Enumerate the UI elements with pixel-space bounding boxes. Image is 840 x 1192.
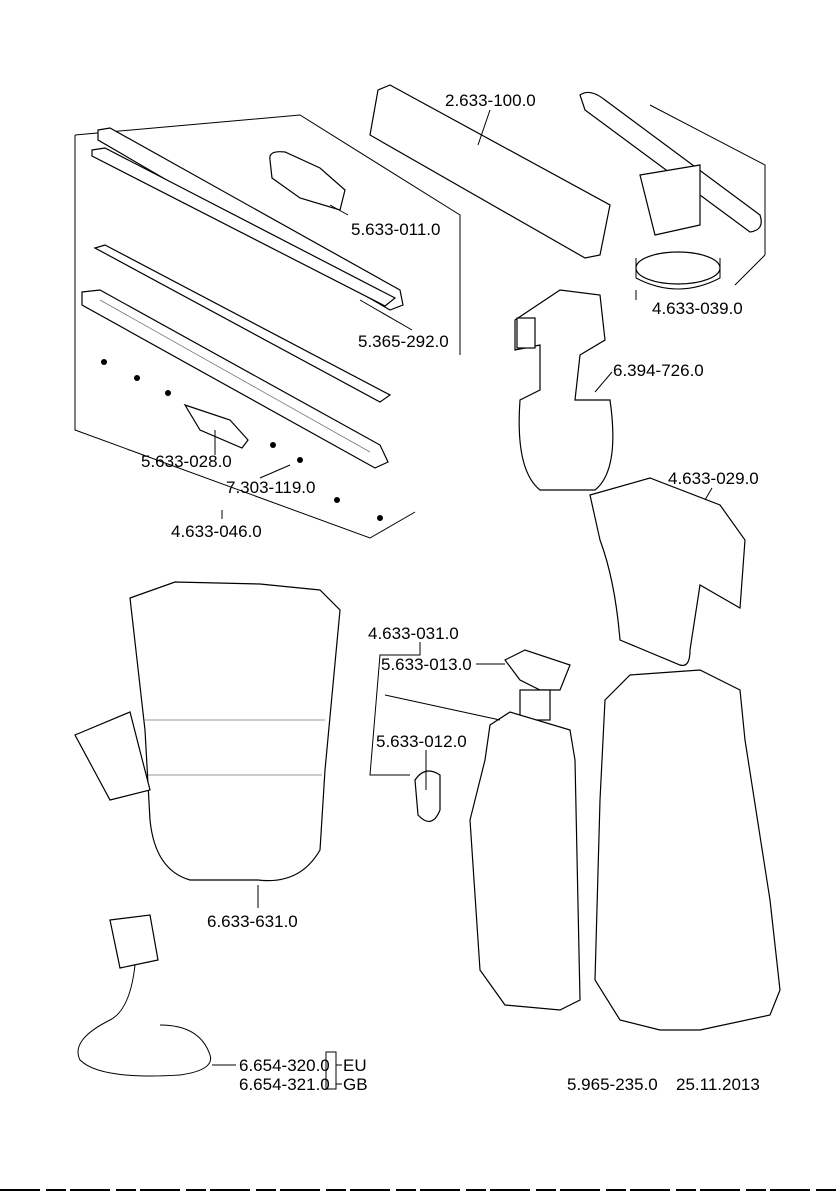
- label-5-633-028-0: 5.633-028.0: [141, 452, 232, 471]
- label-5-633-011-0: 5.633-011.0: [351, 220, 440, 239]
- label-eu: EU: [343, 1056, 367, 1075]
- label-2-633-100-0: 2.633-100.0: [445, 91, 536, 110]
- label-6-654-320-0: 6.654-320.0: [239, 1056, 330, 1075]
- label-gb: GB: [343, 1075, 368, 1094]
- document-number: 5.965-235.0: [567, 1075, 658, 1094]
- label-5-633-012-0: 5.633-012.0: [376, 732, 467, 751]
- wide-squeegee-blade: [369, 84, 611, 259]
- label-6-654-321-0: 6.654-321.0: [239, 1075, 330, 1094]
- nozzle-kit-group-outline: [74, 114, 461, 539]
- label-4-633-031-0: 4.633-031.0: [368, 624, 459, 643]
- leader-lines: [212, 109, 713, 1090]
- label-4-633-039-0: 4.633-039.0: [652, 299, 743, 318]
- label-6-394-726-0: 6.394-726.0: [613, 361, 704, 380]
- small-blade: [183, 403, 249, 449]
- label-7-303-119-0: 7.303-119.0: [226, 478, 315, 497]
- label-4-633-029-0: 4.633-029.0: [668, 469, 759, 488]
- label-4-633-046-0: 4.633-046.0: [171, 522, 262, 541]
- handle-cover: [589, 477, 746, 667]
- document-date: 25.11.2013: [676, 1075, 760, 1094]
- label-6-633-631-0: 6.633-631.0: [207, 912, 298, 931]
- water-tank: [414, 649, 581, 1011]
- blade-clip: [269, 151, 346, 211]
- screw-icons: [101, 359, 383, 521]
- spray-bottle: [514, 289, 614, 491]
- collection-bag: [74, 581, 341, 882]
- squeegee-rail-parts: [81, 127, 404, 469]
- charger: [77, 914, 212, 1077]
- squeegee-head: [579, 91, 766, 300]
- main-body-housing: [594, 669, 781, 1031]
- label-5-633-013-0: 5.633-013.0: [381, 655, 472, 674]
- label-5-365-292-0: 5.365-292.0: [358, 332, 449, 351]
